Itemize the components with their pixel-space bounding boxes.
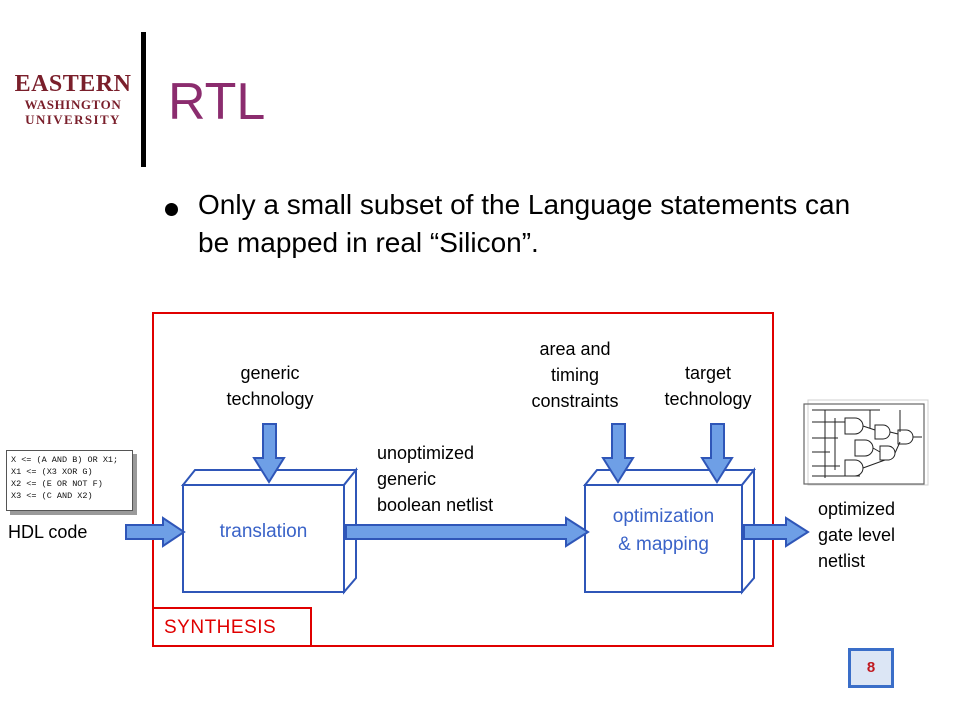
label-line: technology [664,389,752,409]
translation-label: translation [219,521,308,542]
label-line: technology [226,389,314,409]
hdl-code-line: X1 <= (X3 XOR G) [11,467,93,477]
page-number: 8 [848,648,894,688]
translation-box [180,467,359,595]
target-tech-arrow [700,423,734,484]
hdl-code-label: HDL code [8,522,88,542]
logo-line-3: UNIVERSITY [25,112,121,127]
label-line: constraints [531,391,619,411]
label-line: area and [539,339,611,359]
label-line: timing [550,365,599,385]
label-line: netlist [818,551,866,571]
label-line: & mapping [618,534,709,555]
generic-tech-arrow [252,423,286,484]
optimization-to-output-arrow [743,516,810,548]
optimization-mapping-label: optimization & mapping [585,503,742,559]
generic-technology-label: generic technology [200,360,340,412]
hdl-to-translation-arrow [125,516,186,548]
label-line: boolean netlist [377,495,494,515]
label-line: gate level [818,525,896,545]
synthesis-label: SYNTHESIS [152,607,312,647]
synthesis-frame [152,312,774,647]
bullet-text: Only a small subset of the Language stat… [198,189,851,258]
logo-line-2: WASHINGTON [24,97,122,112]
optimized-netlist-label: optimized gate level netlist [818,496,948,574]
target-technology-label: target technology [638,360,778,412]
constraints-arrow [601,423,635,484]
title-divider [141,32,146,167]
hdl-code-line: X2 <= (E OR NOT F) [11,479,103,489]
gate-netlist-image [803,399,929,486]
label-line: unoptimized [377,443,475,463]
label-line: optimization [612,506,715,527]
hdl-code-line: X3 <= (C AND X2) [11,491,93,501]
label-line: generic [240,363,300,383]
optimization-box [582,467,757,595]
label-line: target [684,363,732,383]
label-line: generic [377,469,437,489]
logo-line-1: EASTERN [14,71,132,97]
slide-title: RTL [168,73,266,131]
label-line: optimized [818,499,896,519]
bullet-dot [165,203,178,216]
hdl-code-line: X <= (A AND B) OR X1; [11,455,119,465]
university-logo: EASTERN WASHINGTON UNIVERSITY [14,72,132,126]
translation-to-optimization-arrow [345,516,590,548]
hdl-code-snippet: X <= (A AND B) OR X1; X1 <= (X3 XOR G) X2 … [6,450,133,511]
area-timing-constraints-label: area and timing constraints [505,336,645,414]
unoptimized-netlist-label: unoptimized generic boolean netlist [377,440,557,518]
